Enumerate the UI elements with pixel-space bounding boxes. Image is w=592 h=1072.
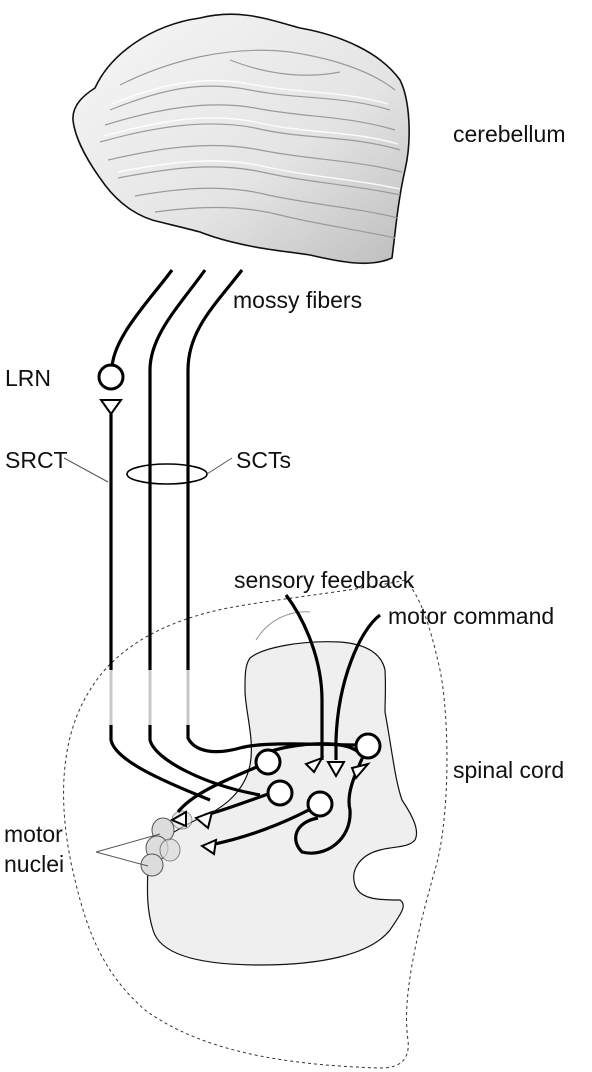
lrn-synapse-terminal <box>99 399 123 416</box>
mossy-fibers-label: mossy fibers <box>233 287 362 313</box>
synaptic-terminals <box>169 756 371 856</box>
lrn-label: LRN <box>5 365 51 391</box>
interneuron-3 <box>306 790 334 818</box>
terminal-2 <box>169 810 187 828</box>
spinal-cord-white-matter-outline <box>63 579 448 1069</box>
interneuron-4 <box>354 732 382 760</box>
terminal-sensory <box>304 756 325 774</box>
terminal-1 <box>350 762 371 780</box>
cerebellum-label: cerebellum <box>453 121 566 147</box>
interneuron-1 <box>254 748 282 776</box>
srct-leader-line <box>63 457 109 483</box>
scts-bundle-ellipse <box>126 463 208 485</box>
motor-command-fiber <box>334 613 382 760</box>
terminal-motor-cmd <box>326 761 346 779</box>
terminal-3 <box>194 810 214 830</box>
spinal-cord-label: spinal cord <box>453 757 564 783</box>
motor-nuclei-label-line2: nuclei <box>4 851 64 877</box>
motor-command-label: motor command <box>388 603 554 629</box>
interneuron-2 <box>266 779 294 807</box>
scts-label: SCTs <box>236 447 291 473</box>
terminal-4 <box>199 838 218 856</box>
interneurons <box>254 732 382 818</box>
cerebellum-illustration <box>72 13 410 265</box>
srct-label: SRCT <box>5 447 68 473</box>
sensory-feedback-fiber <box>284 594 324 760</box>
mossy-fibers <box>110 269 244 670</box>
tract-fade-segments <box>109 670 190 725</box>
sensory-feedback-label: sensory feedback <box>234 567 415 593</box>
motor-nuclei-leader-lines <box>95 833 161 867</box>
dorsal-horn-fold <box>255 611 311 641</box>
motor-nuclei-label-line1: motor <box>4 821 63 847</box>
scts-leader-line <box>206 457 233 475</box>
lrn-neuron <box>97 363 125 391</box>
